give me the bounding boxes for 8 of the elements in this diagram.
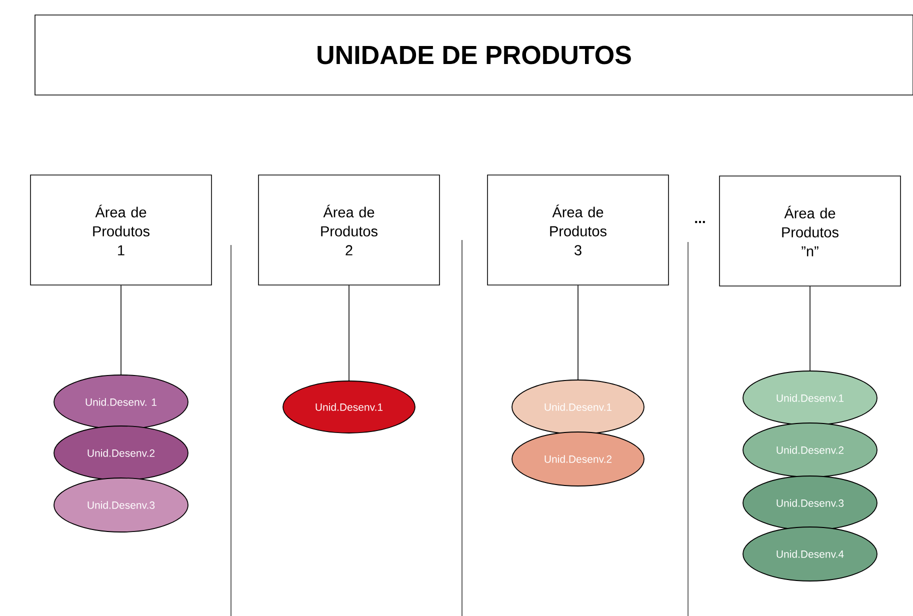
area-box: Área de Produtos ”n” — [719, 176, 901, 286]
title-box: UNIDADE DE PRODUTOS — [34, 14, 913, 96]
area-box: Área de Produtos 3 — [487, 174, 669, 286]
connector-line — [120, 285, 122, 375]
area-box: Área de Produtos 1 — [30, 174, 212, 286]
connector-line — [348, 285, 350, 381]
area-box: Área de Produtos 2 — [258, 174, 440, 286]
ellipsis-label: ... — [695, 220, 705, 224]
